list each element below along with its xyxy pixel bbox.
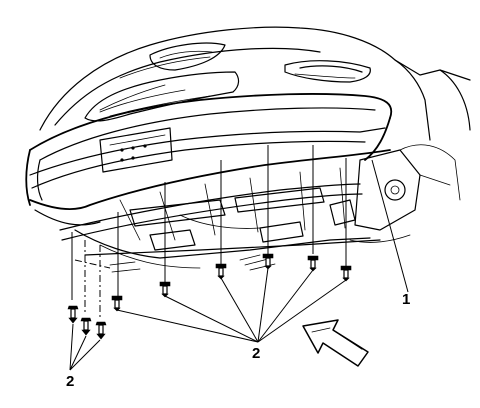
callout-label-2-left: 2 xyxy=(66,373,74,390)
fastener-icon xyxy=(262,253,274,270)
underbody-frame xyxy=(74,144,461,273)
fastener-icon xyxy=(307,255,319,272)
fastener-icon xyxy=(215,263,227,280)
fastener-icon xyxy=(111,295,123,312)
fastener-leader-lines xyxy=(71,145,347,320)
fastener-icon xyxy=(67,305,79,324)
bumper-fascia xyxy=(25,93,393,241)
fastener-icon xyxy=(159,281,171,298)
fastener-group xyxy=(67,253,352,340)
fastener-icon xyxy=(95,321,107,340)
fastener-icon xyxy=(80,317,92,336)
callout-leaders xyxy=(69,159,409,371)
callout-label-1: 1 xyxy=(402,291,410,308)
fastener-icon xyxy=(340,265,352,282)
hood-and-grille-area xyxy=(39,26,471,141)
view-direction-arrow-icon xyxy=(302,319,369,367)
callout-label-2-center: 2 xyxy=(252,345,260,362)
